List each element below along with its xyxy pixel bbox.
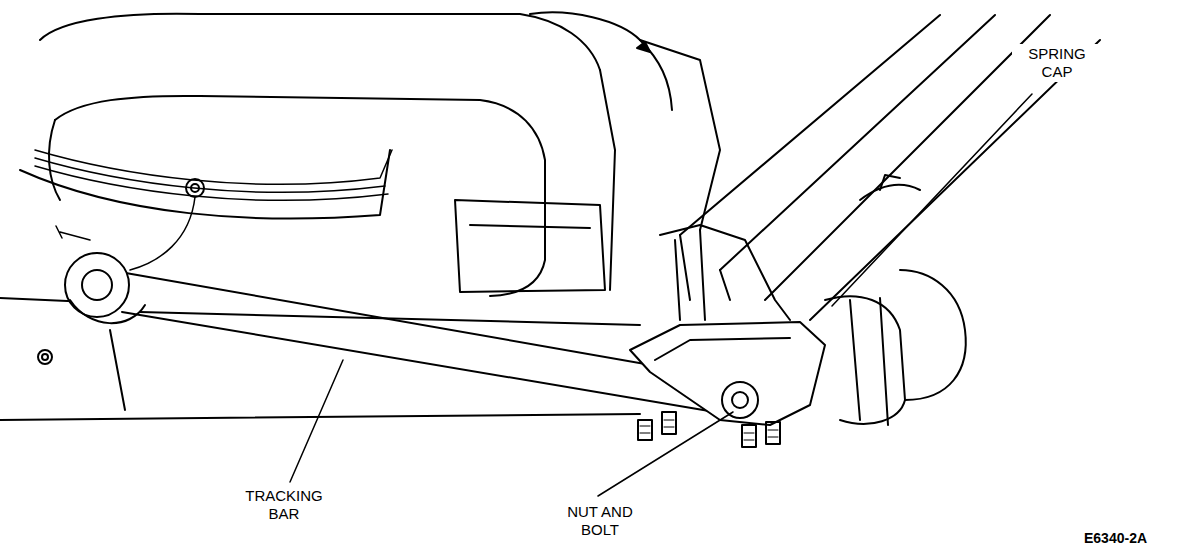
part-label: NUT AND BOLT	[545, 502, 655, 540]
part-label: TRACKING BAR	[232, 486, 336, 524]
figure-code: E6340-2A	[1082, 528, 1149, 548]
part-label: SPRING CAP	[1012, 44, 1102, 82]
